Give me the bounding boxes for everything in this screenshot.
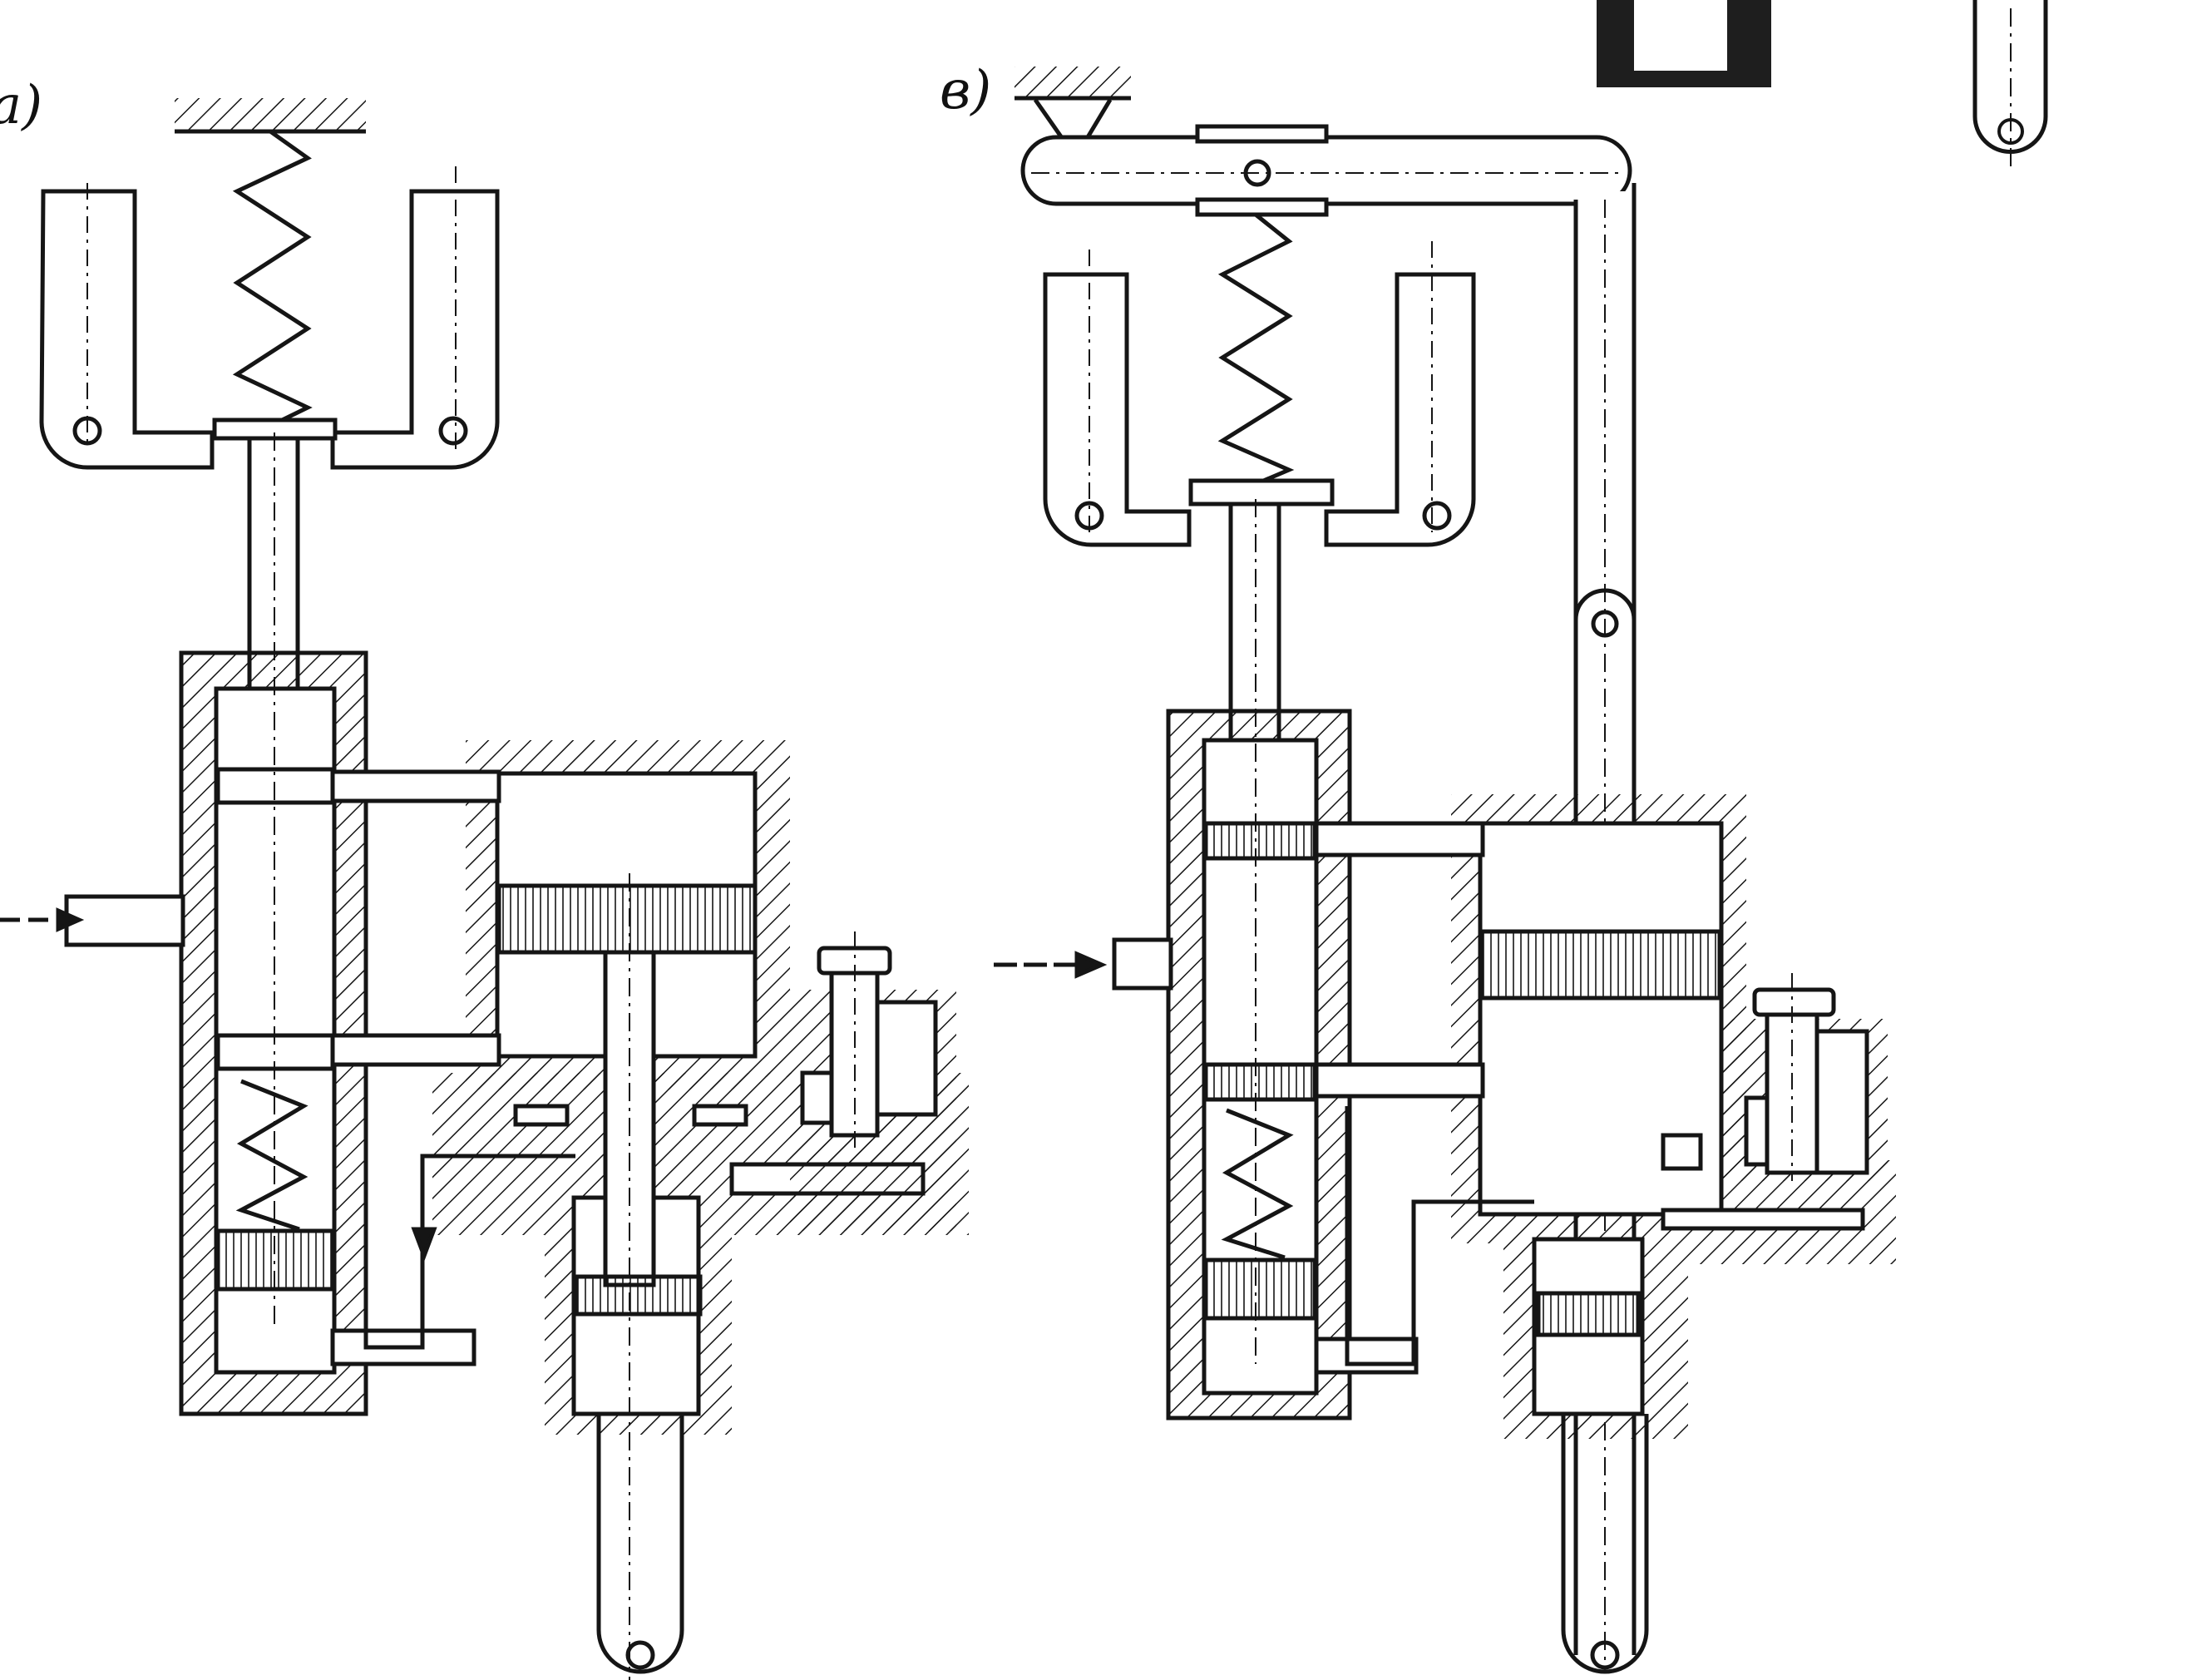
panel-a-label: a) <box>0 75 42 136</box>
oil-passages <box>330 769 575 1366</box>
inlet-pipe-b <box>1112 937 1173 991</box>
flyweight-fork-b <box>1043 272 1476 547</box>
spring-seat-b <box>1188 478 1335 506</box>
spool-b-land-upper <box>1203 821 1317 861</box>
spool-b-land-lower <box>1203 1258 1317 1321</box>
spool-b-land-middle <box>1203 1062 1317 1102</box>
rod-collar-b <box>1536 1291 1641 1337</box>
panel-b-mechanism: в) <box>940 60 1896 1674</box>
power-piston-b <box>1479 929 1722 1001</box>
flow-arrow-up <box>411 1227 437 1262</box>
main-spring <box>232 129 313 428</box>
piston-housing-b <box>1451 794 1896 1439</box>
panel-b-label: в) <box>940 60 991 121</box>
valve-spring-b <box>1221 1108 1294 1260</box>
rod-collar <box>573 1274 703 1317</box>
side-valve-housing-b <box>1721 973 1888 1181</box>
top-right-fragment <box>1597 0 2048 166</box>
output-link-pivot <box>625 1640 655 1670</box>
flyweight-fork <box>39 189 500 470</box>
valve-spring <box>235 1079 309 1232</box>
fork-b-pivot-right <box>1422 501 1452 531</box>
main-spring-b <box>1217 213 1295 487</box>
fork-pivot-right <box>438 416 468 446</box>
power-piston <box>496 883 758 955</box>
side-valve-housing <box>790 931 956 1231</box>
floating-lever <box>1020 135 1632 206</box>
ceiling-anchor <box>175 98 366 134</box>
inlet-pipe <box>64 894 185 947</box>
lever-anchor <box>1015 67 1131 144</box>
output-link-b-pivot <box>1590 1640 1620 1670</box>
output-link <box>596 1414 684 1674</box>
output-link-b <box>1561 1414 1649 1674</box>
panel-a-mechanism: a) <box>0 75 969 1680</box>
